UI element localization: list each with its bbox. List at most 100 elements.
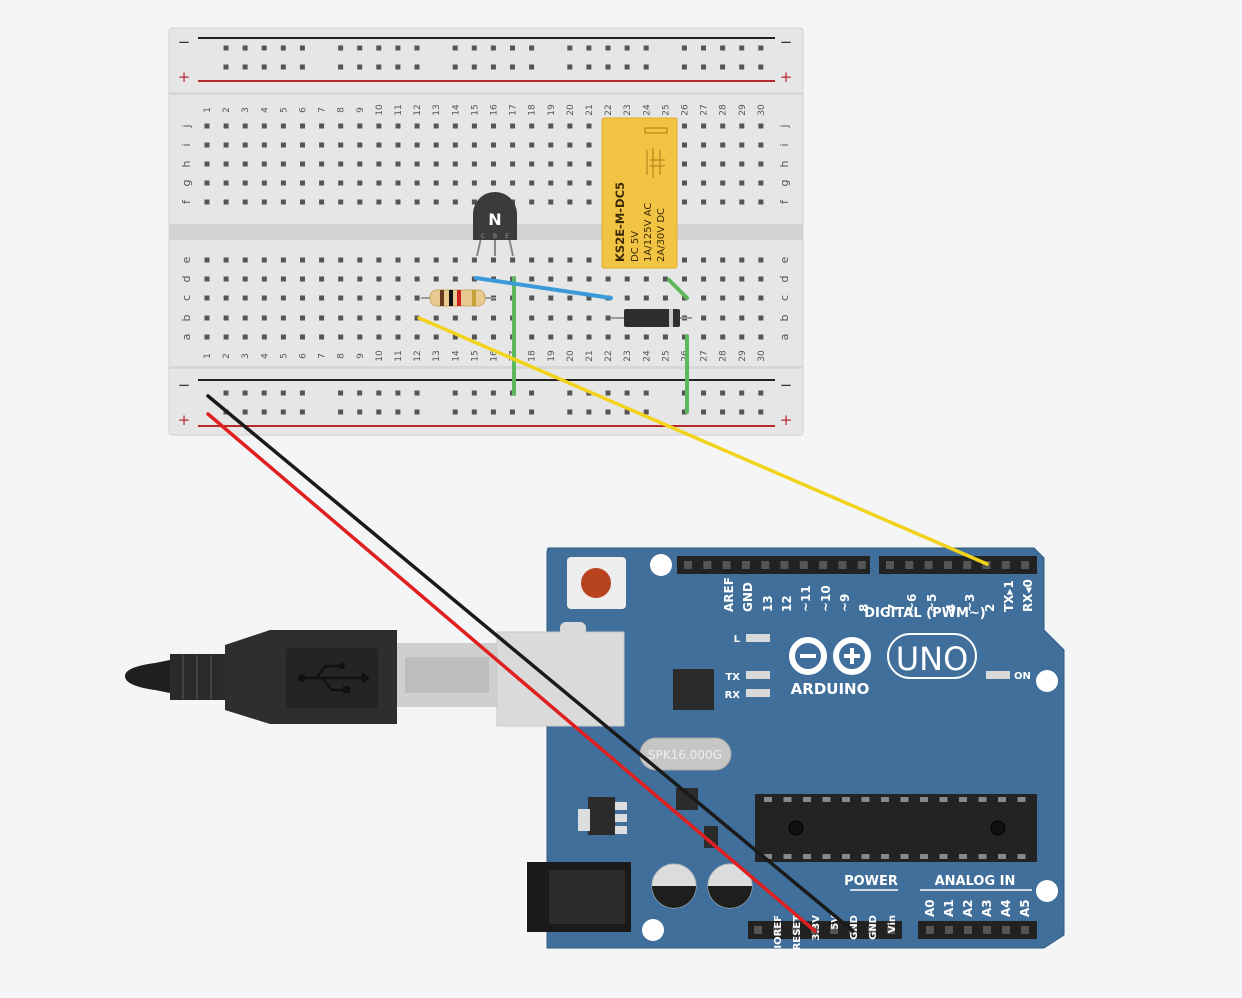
breadboard-hole[interactable] bbox=[548, 276, 554, 282]
breadboard-hole[interactable] bbox=[223, 257, 229, 263]
rail-hole[interactable] bbox=[701, 45, 706, 51]
header-pin[interactable] bbox=[924, 561, 933, 569]
header-pin[interactable] bbox=[886, 561, 894, 569]
breadboard-hole[interactable] bbox=[452, 276, 458, 282]
breadboard-hole[interactable] bbox=[529, 276, 535, 282]
breadboard-hole[interactable] bbox=[586, 295, 592, 301]
breadboard-hole[interactable] bbox=[242, 295, 248, 301]
breadboard-hole[interactable] bbox=[643, 334, 649, 340]
breadboard-hole[interactable] bbox=[300, 315, 305, 321]
breadboard-hole[interactable] bbox=[586, 142, 592, 148]
rail-hole[interactable] bbox=[701, 390, 706, 396]
breadboard-hole[interactable] bbox=[395, 276, 401, 282]
breadboard-hole[interactable] bbox=[242, 161, 248, 167]
rail-hole[interactable] bbox=[414, 45, 420, 51]
green-jumper-wire[interactable] bbox=[667, 278, 689, 300]
breadboard-hole[interactable] bbox=[433, 161, 439, 167]
rail-hole[interactable] bbox=[376, 409, 382, 415]
breadboard-hole[interactable] bbox=[471, 161, 477, 167]
breadboard-hole[interactable] bbox=[720, 123, 726, 129]
rail-hole[interactable] bbox=[510, 409, 515, 415]
breadboard-hole[interactable] bbox=[338, 199, 344, 205]
rail-hole[interactable] bbox=[681, 45, 687, 51]
rail-hole[interactable] bbox=[452, 45, 458, 51]
rail-hole[interactable] bbox=[624, 64, 630, 70]
breadboard-hole[interactable] bbox=[720, 315, 726, 321]
breadboard-hole[interactable] bbox=[567, 142, 573, 148]
breadboard-hole[interactable] bbox=[682, 334, 687, 340]
breadboard-hole[interactable] bbox=[720, 180, 726, 186]
breadboard-hole[interactable] bbox=[242, 257, 248, 263]
breadboard-hole[interactable] bbox=[491, 315, 496, 321]
breadboard-hole[interactable] bbox=[682, 123, 687, 129]
breadboard-hole[interactable] bbox=[395, 123, 401, 129]
rail-hole[interactable] bbox=[338, 45, 344, 51]
rail-hole[interactable] bbox=[395, 409, 401, 415]
rail-hole[interactable] bbox=[720, 409, 726, 415]
breadboard-hole[interactable] bbox=[471, 142, 477, 148]
breadboard-hole[interactable] bbox=[643, 276, 649, 282]
breadboard-hole[interactable] bbox=[739, 257, 745, 263]
breadboard-hole[interactable] bbox=[701, 180, 707, 186]
rail-hole[interactable] bbox=[376, 45, 382, 51]
breadboard-hole[interactable] bbox=[261, 257, 267, 263]
breadboard-hole[interactable] bbox=[624, 276, 630, 282]
breadboard-hole[interactable] bbox=[319, 161, 325, 167]
breadboard-hole[interactable] bbox=[261, 276, 267, 282]
breadboard-hole[interactable] bbox=[300, 199, 305, 205]
breadboard-hole[interactable] bbox=[720, 334, 726, 340]
rail-hole[interactable] bbox=[414, 390, 420, 396]
breadboard-hole[interactable] bbox=[471, 334, 477, 340]
breadboard-hole[interactable] bbox=[758, 315, 764, 321]
breadboard-hole[interactable] bbox=[720, 295, 726, 301]
breadboard-hole[interactable] bbox=[624, 295, 630, 301]
rail-hole[interactable] bbox=[510, 64, 515, 70]
rail-hole[interactable] bbox=[261, 409, 267, 415]
rail-hole[interactable] bbox=[490, 390, 496, 396]
rail-hole[interactable] bbox=[376, 64, 382, 70]
breadboard-hole[interactable] bbox=[433, 276, 439, 282]
rail-hole[interactable] bbox=[643, 390, 649, 396]
rail-hole[interactable] bbox=[471, 409, 477, 415]
rail-hole[interactable] bbox=[720, 390, 726, 396]
rail-hole[interactable] bbox=[758, 64, 764, 70]
breadboard-hole[interactable] bbox=[280, 142, 286, 148]
breadboard-hole[interactable] bbox=[357, 161, 363, 167]
breadboard-hole[interactable] bbox=[204, 180, 210, 186]
rail-hole[interactable] bbox=[490, 409, 496, 415]
rail-hole[interactable] bbox=[567, 45, 573, 51]
breadboard-hole[interactable] bbox=[758, 123, 764, 129]
breadboard-hole[interactable] bbox=[452, 334, 458, 340]
breadboard-hole[interactable] bbox=[739, 123, 745, 129]
breadboard-hole[interactable] bbox=[357, 180, 363, 186]
breadboard-hole[interactable] bbox=[338, 315, 344, 321]
breadboard-hole[interactable] bbox=[586, 161, 592, 167]
breadboard-hole[interactable] bbox=[471, 199, 477, 205]
breadboard-hole[interactable] bbox=[720, 276, 726, 282]
breadboard-hole[interactable] bbox=[223, 180, 229, 186]
breadboard-hole[interactable] bbox=[319, 276, 325, 282]
rail-hole[interactable] bbox=[758, 45, 764, 51]
breadboard-hole[interactable] bbox=[548, 295, 554, 301]
rail-hole[interactable] bbox=[223, 390, 229, 396]
breadboard-hole[interactable] bbox=[433, 257, 439, 263]
breadboard-hole[interactable] bbox=[433, 142, 439, 148]
breadboard-hole[interactable] bbox=[280, 257, 286, 263]
rail-hole[interactable] bbox=[338, 64, 344, 70]
breadboard-hole[interactable] bbox=[357, 276, 363, 282]
rail-hole[interactable] bbox=[586, 409, 592, 415]
breadboard-hole[interactable] bbox=[662, 295, 668, 301]
rail-hole[interactable] bbox=[357, 64, 363, 70]
header-pin[interactable] bbox=[963, 561, 972, 569]
breadboard-hole[interactable] bbox=[223, 334, 229, 340]
breadboard-hole[interactable] bbox=[338, 161, 344, 167]
breadboard-hole[interactable] bbox=[223, 161, 229, 167]
breadboard-hole[interactable] bbox=[280, 295, 286, 301]
breadboard-hole[interactable] bbox=[548, 161, 554, 167]
rail-hole[interactable] bbox=[452, 64, 458, 70]
breadboard-hole[interactable] bbox=[701, 276, 707, 282]
diode[interactable] bbox=[611, 309, 692, 327]
breadboard-hole[interactable] bbox=[758, 295, 764, 301]
breadboard-hole[interactable] bbox=[548, 123, 554, 129]
breadboard-hole[interactable] bbox=[357, 142, 363, 148]
